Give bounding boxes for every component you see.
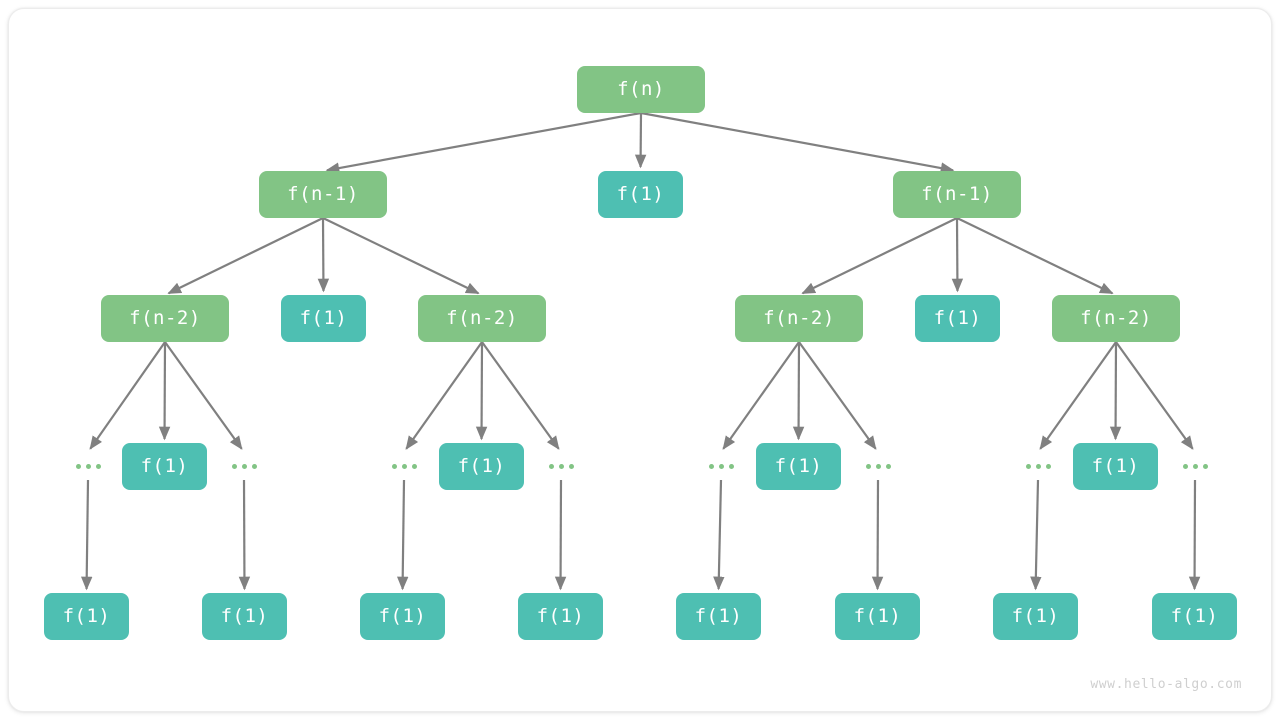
ellipsis-dot [885, 463, 891, 469]
leaf-node: f(1) [915, 295, 1000, 342]
leaf-node: f(1) [360, 593, 445, 640]
ellipsis-dot [548, 463, 554, 469]
leaf-node: f(1) [281, 295, 366, 342]
ellipsis-dot [411, 463, 417, 469]
branch-node: f(n-2) [735, 295, 863, 342]
ellipsis-dot [1192, 463, 1198, 469]
tree-edge [481, 341, 560, 450]
tree-edge [640, 111, 955, 174]
tree-edge [1030, 479, 1042, 591]
leaf-node: f(1) [518, 593, 603, 640]
leaf-node: f(1) [835, 593, 920, 640]
tree-edge [405, 341, 483, 450]
ellipsis-dot [401, 463, 407, 469]
ellipsis-marker [1018, 452, 1058, 480]
tree-edge [798, 341, 877, 450]
tree-edge [956, 217, 1114, 295]
tree-edge [89, 341, 166, 450]
ellipsis-marker [858, 452, 898, 480]
tree-edge [167, 217, 324, 295]
ellipsis-marker [224, 452, 264, 480]
tree-edge [396, 479, 409, 591]
leaf-node: f(1) [44, 593, 129, 640]
ellipsis-dot [875, 463, 881, 469]
branch-node: f(n-2) [418, 295, 546, 342]
tree-edge [322, 217, 480, 295]
leaf-node: f(1) [598, 171, 683, 218]
ellipsis-dot [75, 463, 81, 469]
ellipsis-dot [241, 463, 247, 469]
leaf-node: f(1) [993, 593, 1078, 640]
ellipsis-dot [1182, 463, 1188, 469]
ellipsis-dot [1035, 463, 1041, 469]
leaf-node: f(1) [202, 593, 287, 640]
ellipsis-dot [558, 463, 564, 469]
ellipsis-dot [231, 463, 237, 469]
tree-edge [325, 111, 642, 174]
ellipsis-dot [865, 463, 871, 469]
ellipsis-dot [728, 463, 734, 469]
ellipsis-marker [541, 452, 581, 480]
ellipsis-dot [708, 463, 714, 469]
ellipsis-marker [701, 452, 741, 480]
branch-node: f(n-1) [893, 171, 1021, 218]
tree-edge [722, 341, 800, 450]
branch-node: f(n-1) [259, 171, 387, 218]
ellipsis-marker [1175, 452, 1215, 480]
ellipsis-dot [391, 463, 397, 469]
tree-edge [1115, 341, 1194, 450]
tree-edge [713, 479, 725, 591]
ellipsis-dot [1045, 463, 1051, 469]
branch-node: f(n-2) [1052, 295, 1180, 342]
tree-edge [80, 479, 93, 591]
ellipsis-dot [568, 463, 574, 469]
ellipsis-dot [251, 463, 257, 469]
tree-edge [1039, 341, 1117, 450]
leaf-node: f(1) [1073, 443, 1158, 490]
ellipsis-marker [68, 452, 108, 480]
ellipsis-dot [1202, 463, 1208, 469]
branch-node: f(n) [577, 66, 705, 113]
tree-edge [164, 341, 243, 450]
leaf-node: f(1) [756, 443, 841, 490]
ellipsis-dot [718, 463, 724, 469]
branch-node: f(n-2) [101, 295, 229, 342]
leaf-node: f(1) [122, 443, 207, 490]
leaf-node: f(1) [1152, 593, 1237, 640]
leaf-node: f(1) [439, 443, 524, 490]
tree-edge [801, 217, 958, 295]
ellipsis-marker [384, 452, 424, 480]
ellipsis-dot [1025, 463, 1031, 469]
ellipsis-dot [85, 463, 91, 469]
ellipsis-dot [95, 463, 101, 469]
watermark: www.hello-algo.com [1090, 677, 1242, 692]
leaf-node: f(1) [676, 593, 761, 640]
